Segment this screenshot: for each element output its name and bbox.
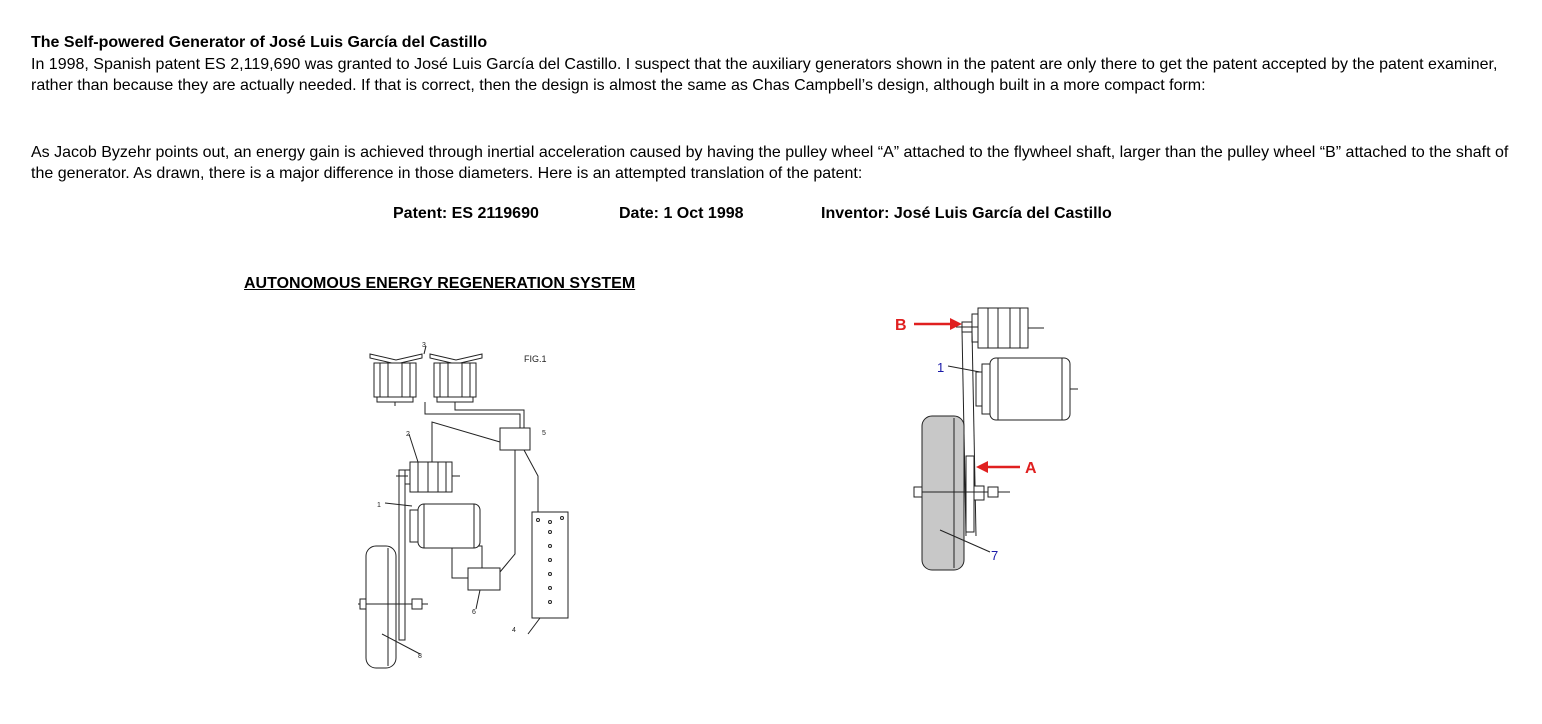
patent-date: Date: 1 Oct 1998 (619, 205, 744, 222)
fig1-caption: FIG.1 (524, 354, 547, 364)
fig1-label-2: 2 (406, 431, 410, 438)
label-1: 1 (937, 360, 944, 375)
aux-generator-right (429, 353, 483, 406)
patent-figure-1: FIG.1 1 2 3 4 5 6 8 (358, 342, 569, 669)
intro-paragraph: In 1998, Spanish patent ES 2,119,690 was… (31, 56, 1498, 94)
system-title: AUTONOMOUS ENERGY REGENERATION SYSTEM (244, 275, 636, 292)
label-b: B (895, 317, 907, 334)
aux-generator-left (369, 353, 423, 406)
fig1-label-4: 4 (512, 627, 516, 634)
patent-number: Patent: ES 2119690 (393, 205, 539, 222)
fig1-label-3: 3 (422, 342, 426, 349)
patent-inventor: Inventor: José Luis García del Castillo (821, 205, 1112, 222)
label-7: 7 (991, 548, 998, 563)
fig1-label-8: 8 (418, 653, 422, 660)
label-a: A (1025, 460, 1037, 477)
annotated-figure: B A 1 7 (895, 307, 1078, 571)
fig1-label-5: 5 (542, 430, 546, 437)
fig1-label-6: 6 (472, 609, 476, 616)
explanation-paragraph: As Jacob Byzehr points out, an energy ga… (31, 144, 1509, 182)
fig1-label-1: 1 (377, 502, 381, 509)
article-title: The Self-powered Generator of José Luis … (31, 34, 488, 51)
